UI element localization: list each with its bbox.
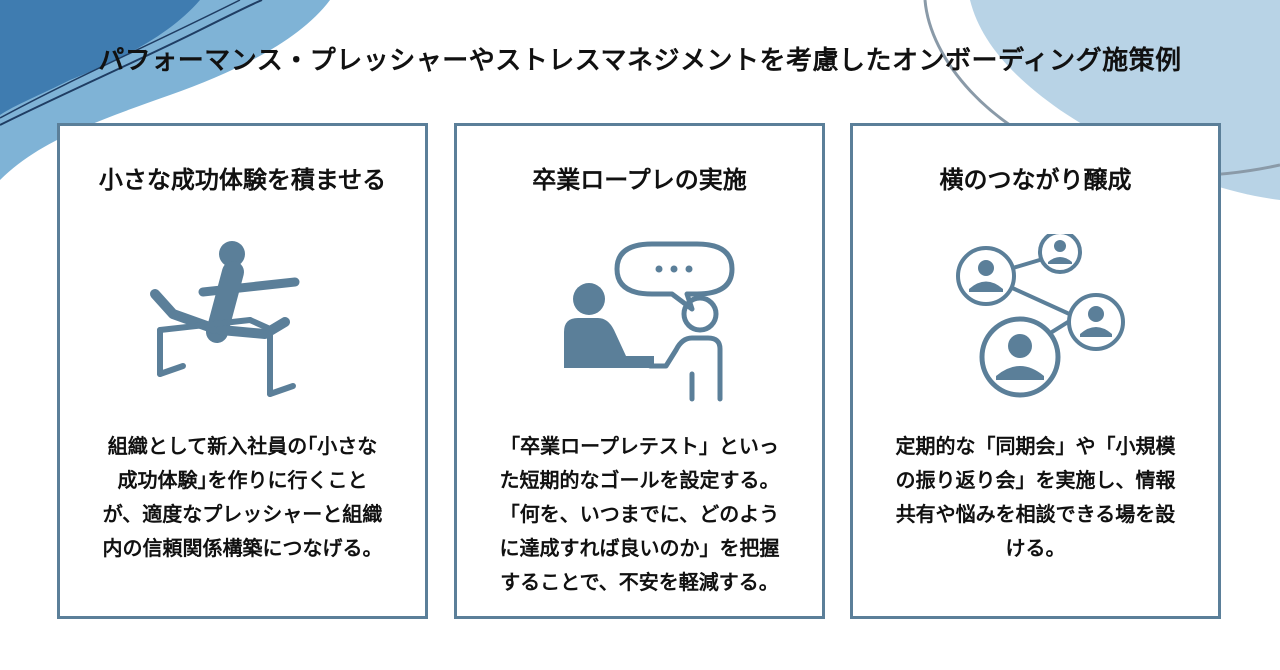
card-body: 定期的な「同期会」や「小規模 の振り返り会」を実施し、情報 共有や悩みを相談でき… — [895, 434, 1176, 560]
card-title: 横のつながり醸成 — [939, 166, 1132, 194]
page-title: パフォーマンス・プレッシャーやストレスマネジメントを考慮したオンボーディング施策… — [98, 46, 1182, 76]
person-node-left-icon — [956, 246, 1016, 306]
person-node-right-icon — [1067, 293, 1125, 351]
card-title: 卒業ロープレの実施 — [532, 166, 747, 194]
card-body: 「卒業ロープレテスト」といっ た短期的なゴールを設定する。 「何を、いつまでに、… — [499, 434, 780, 594]
card-small-success: 小さな成功体験を積ませる 組織として新入社員の｢小さな 成功体験｣を作りに行くこ… — [57, 123, 428, 619]
person-node-large-icon — [979, 316, 1061, 398]
card-graduation-roleplay: 卒業ロープレの実施 「卒業ロープレテスト」といっ た短期的なゴールを設定する。 … — [454, 123, 825, 619]
card-peer-connection: 横のつながり醸成 定期的な「同期会」や「小規模 の振り返り会」を実施し、情報 共… — [850, 123, 1221, 619]
network-icon — [956, 234, 1125, 398]
conversation-icon — [564, 241, 735, 402]
card-title: 小さな成功体験を積ませる — [98, 166, 387, 194]
person-node-small-icon — [1038, 234, 1082, 274]
card-body: 組織として新入社員の｢小さな 成功体験｣を作りに行くこと が、適度なプレッシャー… — [102, 434, 383, 560]
hurdle-runner-icon — [150, 241, 300, 397]
